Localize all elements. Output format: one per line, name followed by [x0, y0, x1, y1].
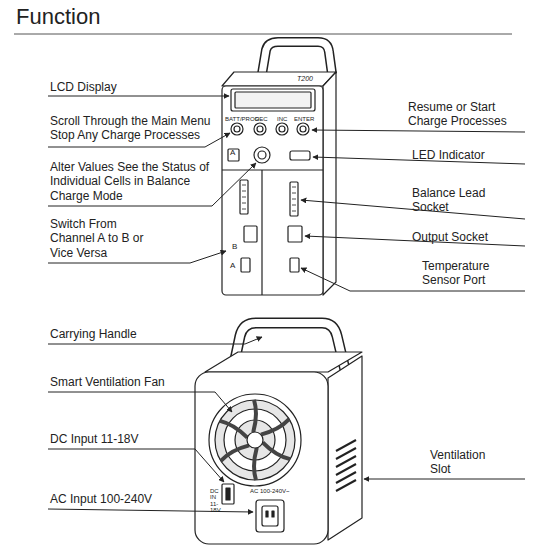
channel-marking: A	[230, 149, 235, 157]
callout-label: Switch From Channel A to B or Vice Versa	[50, 217, 152, 260]
leader-lines	[48, 96, 525, 512]
callout-label: Scroll Through the Main Menu Stop Any Ch…	[50, 114, 228, 143]
callout-label: LED Indicator	[412, 148, 485, 162]
callout-label: AC Input 100-240V	[50, 492, 152, 506]
callout-label: Smart Ventilation Fan	[50, 375, 165, 389]
callout-label: Alter Values See the Status of Individua…	[50, 160, 212, 203]
model-marking: T200	[297, 75, 313, 82]
callout-label: Balance Lead Socket	[412, 186, 497, 215]
callout-label: Ventilation Slot	[430, 448, 505, 477]
callout-label: Resume or Start Charge Processes	[408, 100, 508, 129]
callout-label: Temperature Sensor Port	[422, 259, 522, 288]
callout-label: LCD Display	[50, 80, 117, 94]
button-marking: BATT/PROG	[225, 116, 259, 122]
button-marking: ENTER	[294, 116, 314, 122]
callout-label: Output Socket	[412, 230, 488, 244]
channel-marking: A	[230, 262, 235, 270]
title: Function	[16, 4, 100, 30]
port-marking: DC IN 11-18V	[210, 488, 221, 513]
callout-label: Carrying Handle	[50, 327, 137, 341]
charger-back	[195, 323, 362, 544]
charger-front	[222, 42, 336, 295]
button-marking: DEC	[255, 116, 268, 122]
channel-marking: B	[232, 243, 237, 251]
button-marking: INC	[277, 116, 287, 122]
title-rule	[14, 34, 512, 35]
callout-label: DC Input 11-18V	[50, 432, 139, 446]
port-marking: AC 100-240V~	[250, 488, 290, 494]
